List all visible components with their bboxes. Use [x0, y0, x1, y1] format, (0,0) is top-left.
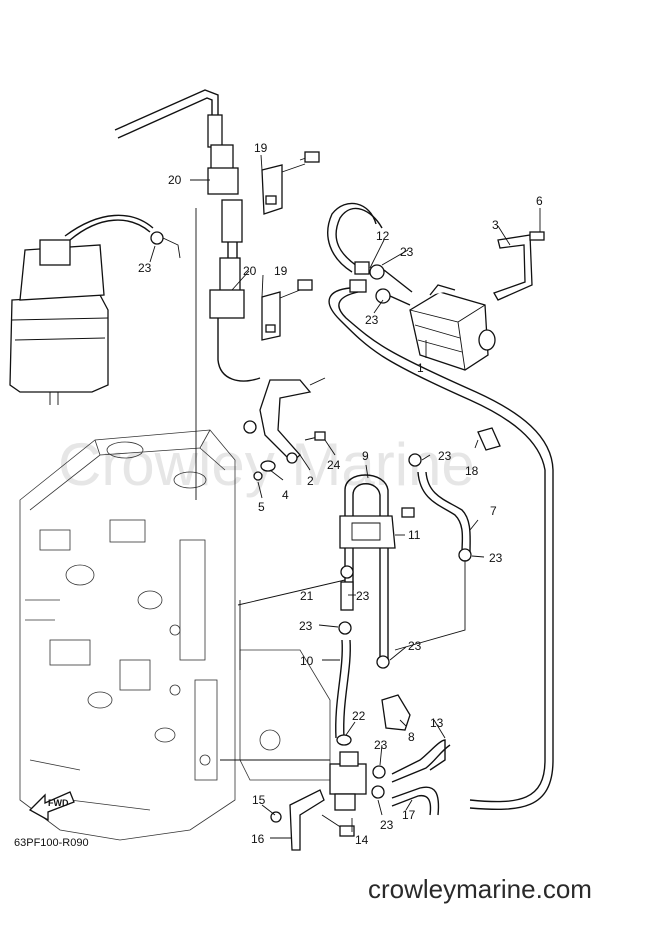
callout-7: 7 — [490, 504, 497, 518]
callout-8: 8 — [408, 730, 415, 744]
callout-23g: 23 — [299, 619, 313, 633]
bracket-19-mid — [261, 279, 313, 341]
callout-14: 14 — [355, 833, 369, 847]
svg-text:FWD: FWD — [48, 798, 69, 808]
website-label: crowleymarine.com — [368, 874, 592, 904]
callout-23h: 23 — [408, 639, 422, 653]
callout-23j: 23 — [380, 818, 394, 832]
callout-24: 24 — [327, 458, 341, 472]
hose-13 — [391, 739, 451, 783]
clip-22 — [336, 734, 352, 746]
callout-13: 13 — [430, 716, 444, 730]
bracket-19-top — [261, 151, 320, 215]
callout-labels: 1 2 3 4 5 6 7 8 9 10 11 12 13 14 15 16 1… — [138, 141, 543, 847]
callout-23a: 23 — [138, 261, 152, 275]
callout-5: 5 — [258, 500, 265, 514]
valve-8 — [376, 655, 411, 731]
callout-18: 18 — [465, 464, 479, 478]
callout-12: 12 — [376, 229, 390, 243]
fuel-filter-1 — [409, 284, 496, 371]
filter-connectors — [328, 264, 554, 811]
callout-19b: 19 — [274, 264, 288, 278]
callout-6: 6 — [536, 194, 543, 208]
hose-9 — [344, 474, 389, 660]
callout-17: 17 — [402, 808, 416, 822]
callout-2: 2 — [307, 474, 314, 488]
fwd-arrow: FWD — [28, 791, 75, 822]
diagram-code: 63PF100-R090 — [14, 837, 89, 849]
callout-1: 1 — [417, 361, 424, 375]
hose-10 — [335, 639, 351, 739]
callout-3: 3 — [492, 218, 499, 232]
callout-23e: 23 — [489, 551, 503, 565]
vapor-separator-tank — [9, 214, 154, 405]
callout-9: 9 — [362, 449, 369, 463]
callout-23i: 23 — [374, 738, 388, 752]
callout-23c: 23 — [365, 313, 379, 327]
joint-21 — [338, 565, 354, 635]
callout-23f: 23 — [356, 589, 370, 603]
callout-21: 21 — [300, 589, 314, 603]
fuel-pump-14 — [329, 751, 386, 811]
callout-20b: 20 — [243, 264, 257, 278]
callout-23b: 23 — [400, 245, 414, 259]
callout-4: 4 — [282, 488, 289, 502]
clip-18 — [477, 427, 501, 451]
callout-11: 11 — [408, 528, 421, 542]
callout-16: 16 — [251, 832, 265, 846]
callout-22: 22 — [352, 709, 366, 723]
callout-23d: 23 — [438, 449, 452, 463]
hose-12 — [327, 202, 383, 275]
leader-lines — [149, 154, 541, 839]
bracket-2 — [243, 377, 326, 464]
callout-15: 15 — [252, 793, 266, 807]
clamp-11 — [339, 507, 415, 549]
callout-20a: 20 — [168, 173, 182, 187]
callout-10: 10 — [300, 654, 314, 668]
clip-23-upper-left — [150, 231, 181, 259]
bracket-16 — [270, 789, 355, 851]
bracket-3 — [493, 231, 545, 301]
small-fasteners — [253, 431, 326, 481]
callout-19a: 19 — [254, 141, 268, 155]
top-pipe — [114, 89, 261, 382]
hose-17 — [391, 786, 440, 816]
